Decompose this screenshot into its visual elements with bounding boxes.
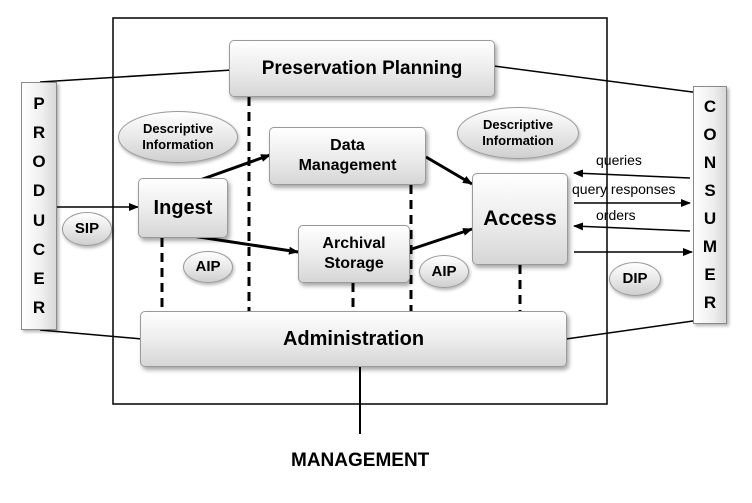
sip-ellipse: SIP	[62, 212, 112, 246]
side-label-letter: N	[703, 153, 717, 172]
query-responses-label: query responses	[572, 181, 676, 197]
side-label-letter: R	[32, 298, 46, 318]
sip-label: SIP	[74, 220, 100, 237]
ingest-label: Ingest	[153, 196, 213, 219]
aip-right-label: AIP	[431, 262, 457, 280]
side-label-letter: C	[32, 239, 46, 259]
data-management-label: Data Management	[298, 137, 397, 174]
access-box: Access	[472, 173, 568, 265]
dashed-connectors	[160, 97, 522, 311]
consumer-top-line	[493, 65, 701, 94]
dip-label: DIP	[622, 270, 648, 287]
side-label-letter: S	[704, 181, 716, 200]
side-label-letter: O	[703, 125, 717, 144]
queries-arrow	[573, 169, 691, 179]
preservation-planning-box: Preservation Planning	[229, 40, 495, 97]
management-label: MANAGEMENT	[291, 450, 430, 471]
descriptive-information-right-ellipse: Descriptive Information	[457, 107, 579, 159]
queries-label: queries	[596, 152, 642, 168]
side-label-letter: M	[702, 237, 718, 256]
administration-label: Administration	[282, 327, 425, 350]
consumer-bottom-line	[565, 319, 701, 340]
side-label-letter: E	[704, 265, 716, 284]
descriptive-information-right-label: Descriptive Information	[482, 117, 554, 148]
data-management-to-access-arrow	[425, 155, 473, 186]
administration-box: Administration	[140, 311, 567, 367]
orders-arrow	[573, 222, 691, 232]
producer-bottom-line	[39, 329, 143, 340]
side-label-letter: C	[703, 97, 717, 116]
archival-storage-label: Archival Storage	[322, 235, 386, 272]
side-label-letter: E	[33, 269, 45, 289]
archival-storage-to-access-arrow	[411, 227, 473, 251]
descriptive-information-left-ellipse: Descriptive Information	[118, 111, 238, 163]
orders-label: orders	[596, 207, 636, 223]
aip-left-ellipse: AIP	[183, 251, 233, 283]
ingest-box: Ingest	[138, 178, 228, 238]
side-label-letter: U	[703, 209, 717, 228]
aip-right-ellipse: AIP	[419, 255, 469, 288]
aip-left-label: AIP	[195, 258, 221, 275]
preservation-planning-label: Preservation Planning	[261, 57, 463, 79]
side-label-letter: U	[32, 210, 46, 230]
access-label: Access	[483, 206, 557, 230]
descriptive-information-left-label: Descriptive Information	[142, 121, 214, 152]
data-management-box: Data Management	[269, 127, 426, 185]
dip-ellipse: DIP	[609, 262, 661, 296]
producer-top-line	[39, 69, 233, 83]
side-label-letter: O	[32, 152, 46, 172]
archival-storage-box: Archival Storage	[298, 225, 410, 283]
side-label-letter: D	[32, 181, 46, 201]
side-label-letter: R	[703, 293, 717, 312]
side-label-letter: R	[32, 122, 46, 142]
side-label-letter: P	[33, 93, 45, 113]
